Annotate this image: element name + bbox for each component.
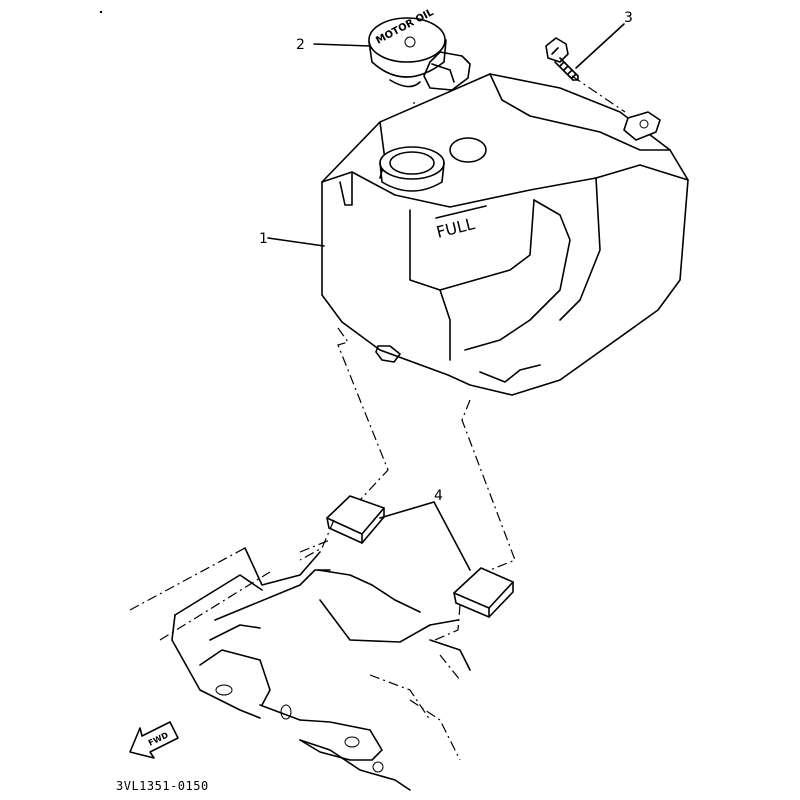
oil-tank: FULL xyxy=(321,73,689,396)
mounting-frame xyxy=(129,539,471,791)
leader-lines xyxy=(267,23,625,571)
callout-4: 4 xyxy=(434,488,443,504)
oil-tank-cap: MOTOR OIL xyxy=(368,7,471,91)
callout-3: 3 xyxy=(624,10,633,26)
bolt xyxy=(545,37,579,81)
rubber-pad-upper xyxy=(326,495,385,544)
scan-speck xyxy=(99,10,103,14)
forward-arrow-icon: FWD xyxy=(129,721,179,759)
diagram-part-number: 3VL1351-0150 xyxy=(116,779,209,793)
callout-1: 1 xyxy=(259,231,268,247)
rubber-pad-lower xyxy=(453,567,514,618)
callout-2: 2 xyxy=(296,37,305,53)
